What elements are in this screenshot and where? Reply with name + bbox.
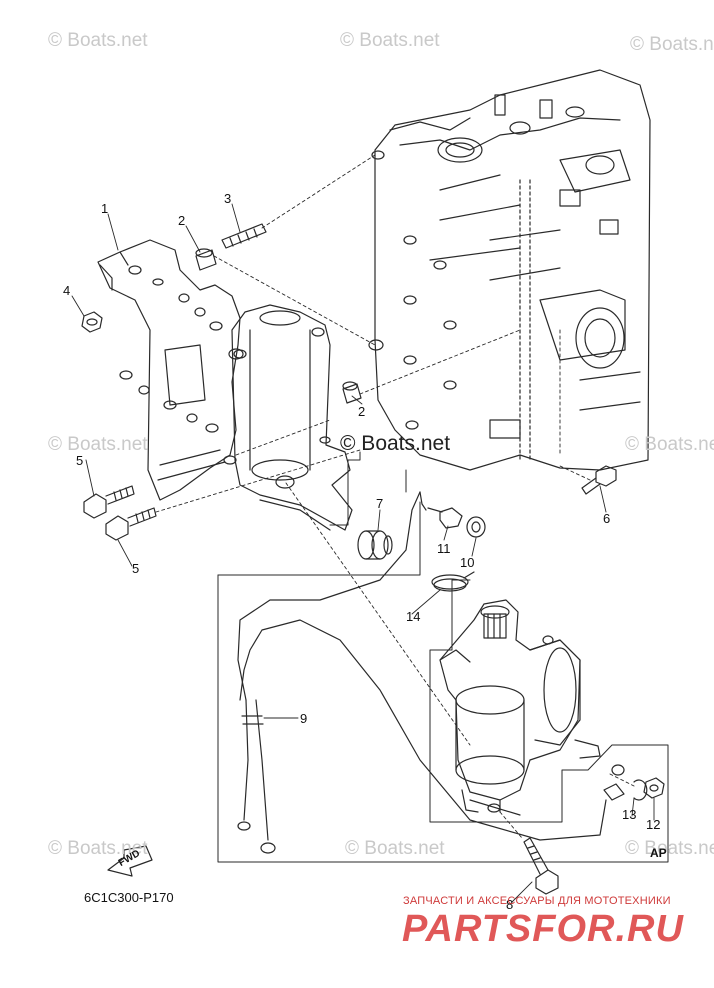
washer-part-13 [633, 779, 648, 801]
callout-13: 13 [622, 807, 637, 822]
detail-box-outline [217, 451, 669, 863]
watermark: © Boats.net [340, 30, 440, 51]
callout-9: 9 [300, 711, 308, 726]
callout-10: 10 [460, 555, 475, 570]
callout-7: 7 [376, 496, 384, 511]
callout-4: 4 [63, 283, 71, 298]
brand-tagline: ЗАПЧАСТИ И АКСЕССУАРЫ ДЛЯ МОТОТЕХНИКИ [403, 895, 671, 907]
bolt-part-5-lower [105, 507, 157, 541]
watermark: © Boats.net [625, 434, 714, 455]
watermark: © Boats.net [48, 838, 148, 859]
grommet-part-10 [466, 516, 486, 538]
bolt-part-5-upper [83, 485, 135, 519]
grommet-part-7 [357, 530, 393, 560]
callout-2-lower: 2 [358, 404, 366, 419]
nut-part-12 [643, 777, 665, 799]
starter-motor [439, 599, 601, 816]
callout-1: 1 [101, 201, 109, 216]
watermark: © Boats.net [625, 838, 714, 859]
bolt-part-11 [427, 507, 463, 529]
callout-3: 3 [224, 191, 232, 206]
watermark: © Boats.net [48, 434, 148, 455]
callout-11: 11 [437, 541, 451, 556]
engine-block [368, 69, 651, 471]
watermark: © Boats.net [345, 838, 445, 859]
callout-12: 12 [646, 817, 661, 832]
clamp-part-14 [431, 571, 475, 592]
starter-bracket [231, 304, 353, 531]
collar-part-2-upper [195, 248, 217, 271]
diagram-code: 6C1C300-P170 [84, 890, 174, 905]
nut-part-4 [81, 311, 103, 333]
terminal-lug [603, 764, 625, 813]
fwd-arrow-icon [107, 845, 153, 877]
watermark-main: © Boats.net [340, 432, 451, 455]
leader-lines [155, 154, 635, 839]
callout-14: 14 [406, 609, 421, 624]
bolt-part-6 [581, 465, 617, 495]
callout-5-upper: 5 [76, 453, 84, 468]
ap-label: AP [650, 846, 667, 860]
watermark: © Boats.net [48, 30, 148, 51]
brand-logo: PARTSFOR.RU [402, 908, 684, 950]
callout-6: 6 [603, 511, 611, 526]
collar-part-2-lower [342, 381, 362, 404]
bolt-part-8 [523, 837, 559, 895]
callout-leaders [71, 203, 655, 903]
callout-8: 8 [506, 897, 514, 912]
callout-2-upper: 2 [178, 213, 186, 228]
watermark: © Boats.net [630, 34, 714, 55]
stud-bolt-part-3 [221, 223, 267, 249]
bracket-part-1 [97, 239, 244, 501]
callout-5-lower: 5 [132, 561, 140, 576]
cable-part-9 [237, 491, 605, 854]
